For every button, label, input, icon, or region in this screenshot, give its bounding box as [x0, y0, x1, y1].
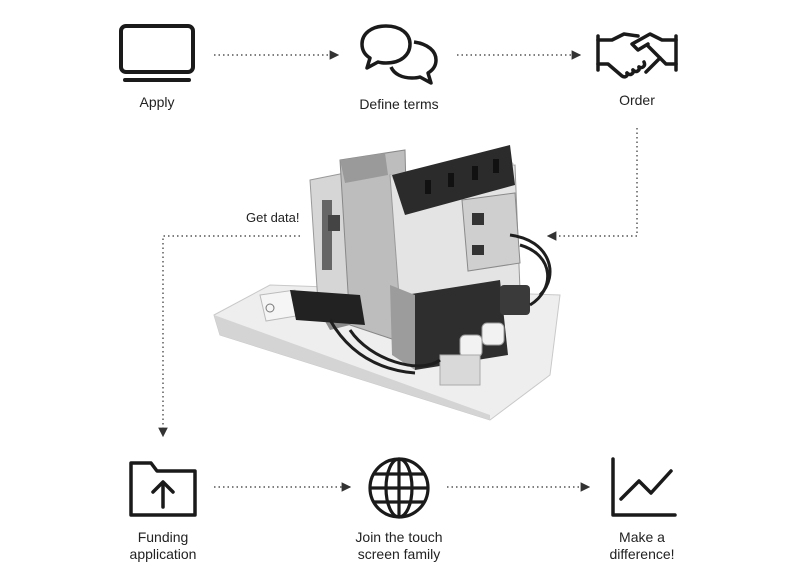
line-chart-icon — [611, 457, 677, 517]
speech-bubbles-icon — [360, 24, 438, 85]
step-funding-application: Funding application — [113, 455, 213, 563]
step-make-difference: Make a difference! — [592, 455, 692, 563]
touch-screen-apparatus-image — [213, 145, 561, 421]
arrow-order-to-machine — [546, 128, 638, 241]
handshake-icon — [596, 32, 678, 79]
step-order-label: Order — [619, 92, 655, 108]
step-define-terms-label: Define terms — [359, 96, 439, 112]
step-define-terms: Define terms — [349, 20, 449, 113]
step-join-family-label: Join the touch screen family — [355, 529, 443, 562]
globe-icon — [368, 457, 430, 519]
folder-upload-icon — [129, 461, 197, 517]
arrow-machine-to-funding — [158, 235, 300, 438]
step-join-family: Join the touch screen family — [344, 455, 454, 563]
get-data-label: Get data! — [246, 210, 300, 225]
step-apply: Apply — [107, 22, 207, 111]
step-order: Order — [587, 24, 687, 109]
step-funding-application-label: Funding application — [129, 529, 197, 562]
monitor-icon — [119, 24, 195, 82]
step-apply-label: Apply — [139, 94, 175, 110]
step-make-difference-label: Make a difference! — [609, 529, 675, 562]
